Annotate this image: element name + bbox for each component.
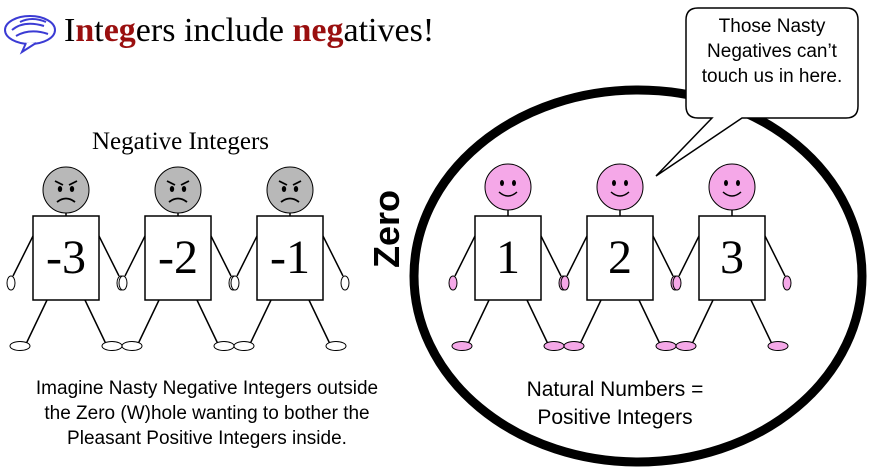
title-part-1: I: [64, 12, 76, 49]
negative-card-label: -3: [46, 231, 86, 284]
title-part-3: t: [94, 12, 104, 49]
positive-caption-line: Natural Numbers =: [526, 378, 704, 401]
speech-bubble-line: Negatives can’t: [707, 41, 837, 62]
positive-caption-line: Positive Integers: [537, 406, 693, 429]
negative-caption-line: Pleasant Positive Integers inside.: [67, 428, 347, 449]
positive-card-label: 1: [496, 231, 520, 284]
positive-card-label: 3: [720, 231, 744, 284]
negative-figure-2: [230, 166, 350, 351]
negative-figure-0: [6, 166, 126, 351]
title-part-6: neg: [292, 12, 344, 49]
positive-card-label: 2: [608, 231, 632, 284]
negative-caption: Imagine Nasty Negative Integers outside …: [0, 376, 414, 451]
negative-caption-line: Imagine Nasty Negative Integers outside: [35, 378, 379, 399]
speech-bubble-text: Those Nasty Negatives can’t touch us in …: [690, 14, 854, 89]
page-title: Integers include negatives!: [64, 12, 434, 50]
negative-card-label: -1: [270, 231, 310, 284]
title-part-7: atives!: [343, 12, 435, 49]
zero-hole-circle: [409, 85, 867, 467]
positive-caption: Natural Numbers = Positive Integers: [490, 376, 740, 432]
negative-caption-line: the Zero (W)hole wanting to bother the: [44, 403, 370, 424]
title-part-5: ers include: [135, 12, 293, 49]
speech-bubble: [655, 7, 859, 177]
speech-bubble-swirl-icon: [4, 15, 56, 55]
speech-bubble-line: Those Nasty: [718, 16, 826, 37]
positive-figure-2: [672, 163, 792, 351]
negative-figure-1: [118, 166, 238, 351]
zero-label: Zero: [366, 189, 407, 268]
speech-bubble-line: touch us in here.: [701, 66, 843, 87]
negative-card-label: -2: [158, 231, 198, 284]
title-part-4: eg: [103, 12, 136, 49]
positive-figure-1: [560, 163, 680, 351]
title-part-2: n: [75, 12, 95, 49]
negative-integers-heading: Negative Integers: [92, 128, 270, 155]
